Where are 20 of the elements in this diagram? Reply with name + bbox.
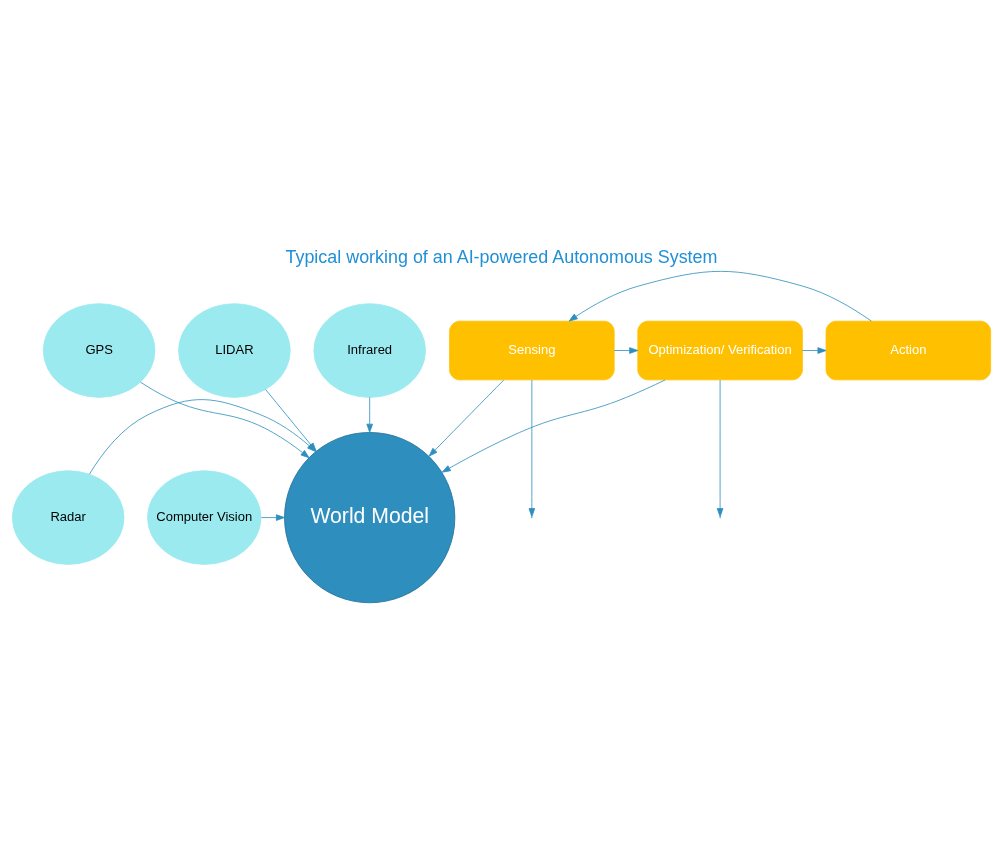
node-ellipse: Radar [11, 470, 125, 565]
node-ellipse: Infrared [313, 303, 426, 398]
arrow [568, 270, 872, 322]
node-ellipse: GPS [42, 303, 156, 398]
node-ellipse: LIDAR [178, 303, 291, 398]
arrow [261, 514, 285, 521]
arrow [140, 381, 310, 459]
node-box: Optimization/ Verification [637, 320, 803, 381]
arrow [802, 347, 827, 354]
arrow [428, 379, 504, 457]
arrow [366, 397, 373, 433]
arrow [441, 379, 666, 473]
node-box: Sensing [449, 320, 615, 381]
node-circle: World Model [284, 432, 456, 604]
diagram-title: Typical working of an AI-powered Autonomous System [285, 246, 718, 267]
node-ellipse: Computer Vision [147, 470, 262, 565]
arrow [528, 379, 536, 518]
node-box: Action [825, 320, 992, 381]
arrow [716, 379, 724, 518]
arrow [613, 347, 639, 354]
